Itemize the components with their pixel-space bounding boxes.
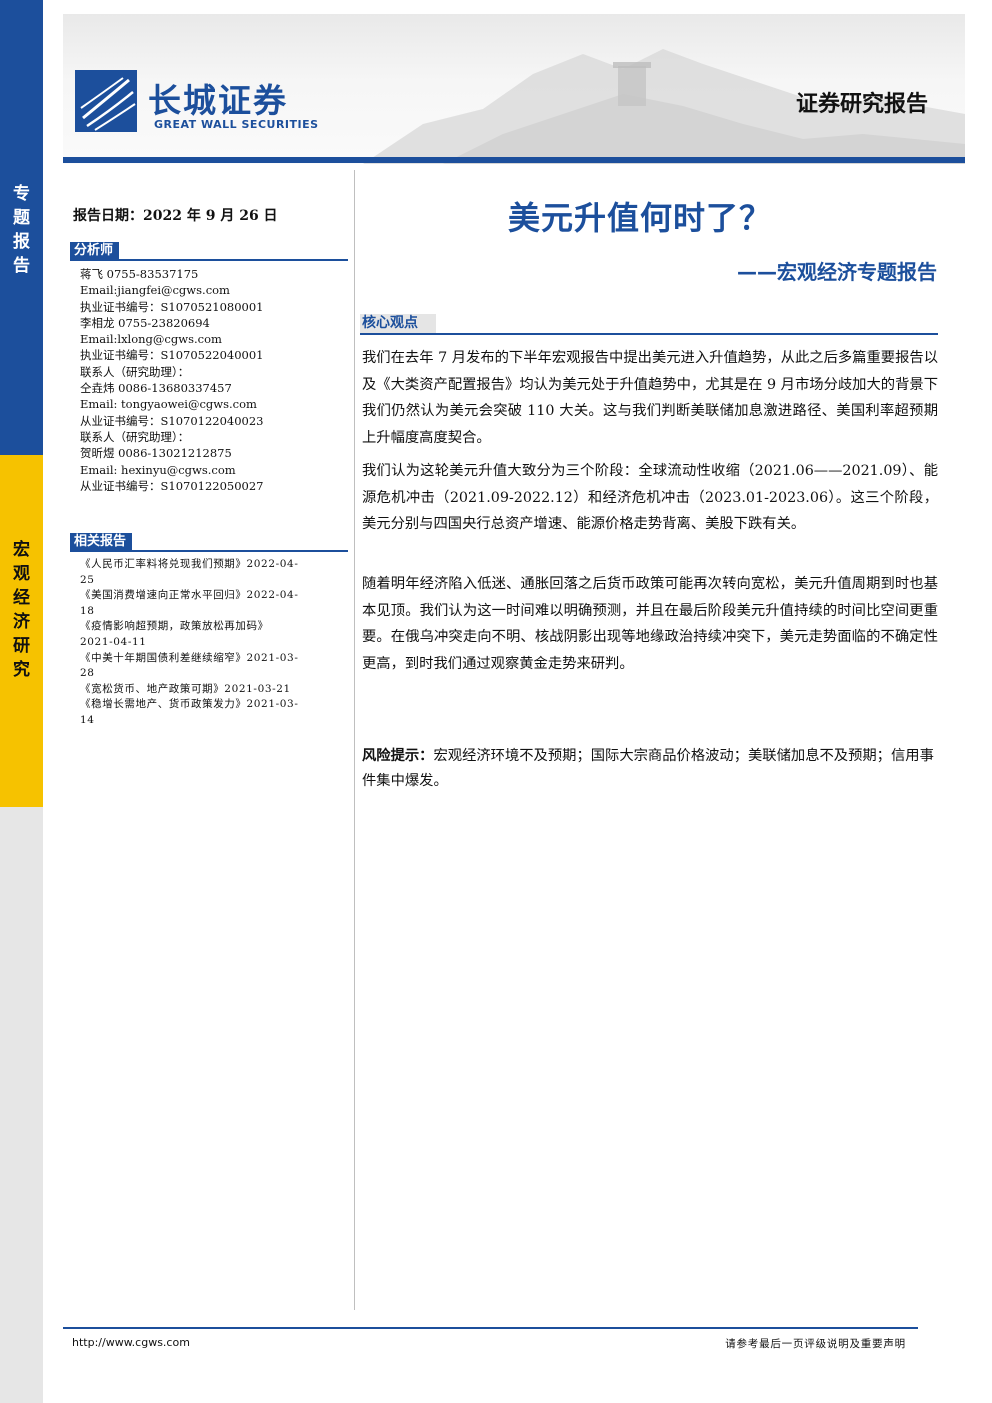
core-paragraph: 我们认为这轮美元升值大致分为三个阶段：全球流动性收缩（2021.06——2021…: [362, 463, 938, 532]
sidebar-char: 济: [13, 612, 30, 632]
analyst-info-line: Email: tongyaowei@cgws.com: [80, 397, 257, 412]
analyst-info-line: 从业证书编号：S1070122050027: [80, 478, 264, 493]
related-report-line: 2021-04-11: [80, 635, 147, 648]
sidebar-char: 究: [13, 660, 30, 680]
footer-disclaimer-note: 请参考最后一页评级说明及重要声明: [725, 1338, 906, 1350]
core-section-tab: [360, 314, 436, 333]
related-report-line: 《中美十年期国债利差继续缩窄》2021-03-: [80, 651, 299, 664]
report-date: 报告日期：2022 年 9 月 26 日: [73, 208, 278, 224]
report-title: 美元升值何时了？: [508, 199, 773, 237]
analysts-section-label: 分析师: [70, 242, 120, 260]
footer-website-link[interactable]: http://www.cgws.com: [72, 1336, 190, 1349]
sidebar-char: 报: [13, 232, 30, 252]
risk-warning-label: 风险提示：: [362, 748, 434, 764]
related-report-line: 《人民币汇率料将兑现我们预期》2022-04-: [80, 558, 299, 570]
analyst-info-line: 执业证书编号：S1070521080001: [80, 299, 264, 314]
left-strip-blue: [0, 0, 43, 455]
sidebar-label-report-type: 专题报告: [0, 182, 43, 278]
sidebar-char: 经: [13, 588, 30, 608]
related-section-label: 相关报告: [70, 533, 133, 551]
sidebar-char: 观: [13, 564, 30, 584]
analyst-info-line: 执业证书编号：S1070522040001: [80, 348, 264, 363]
analyst-info-line: Email: hexinyu@cgws.com: [80, 462, 236, 477]
sidebar-char: 专: [13, 184, 30, 204]
analyst-info-line: 贺昕煜 0086-13021212875: [80, 446, 232, 461]
report-subtitle: ——宏观经济专题报告: [737, 260, 937, 284]
sidebar-label-research-area: 宏观经济研究: [0, 538, 43, 682]
logo-text-cn: 长城证券: [148, 81, 288, 120]
related-report-line: 《美国消费增速向正常水平回归》2022-04-: [80, 589, 299, 602]
logo-mark-icon: [75, 70, 137, 132]
sidebar-char: 宏: [13, 540, 30, 560]
left-strip-yellow: [0, 455, 43, 807]
analyst-info-line: 仝垚炜 0086-13680337457: [80, 381, 232, 396]
sidebar-char: 告: [13, 256, 30, 276]
header-report-category: 证券研究报告: [795, 92, 928, 117]
risk-warning-text: 宏观经济环境不及预期；国际大宗商品价格波动；美联储加息不及预期；信用事件集中爆发…: [362, 748, 934, 789]
analyst-info-line: Email:jiangfei@cgws.com: [80, 283, 230, 298]
header-banner: [63, 14, 965, 164]
related-report-line: 14: [80, 713, 95, 726]
related-report-line: 25: [80, 573, 95, 586]
column-divider: [354, 170, 355, 1310]
related-reports-list: 《人民币汇率料将兑现我们预期》2022-04- 25 《美国消费增速向正常水平回归》…: [80, 557, 342, 729]
core-section-rule: [360, 333, 938, 335]
logo-text-en: GREAT WALL SECURITIES: [154, 118, 319, 131]
core-paragraph: 随着明年经济陷入低迷、通胀回落之后货币政策可能再次转向宽松，美元升值周期到时也基…: [362, 576, 938, 672]
analyst-info-line: 从业证书编号：S1070122040023: [80, 413, 264, 428]
related-report-line: 《宽松货币、地产政策可期》2021-03-21: [80, 682, 291, 695]
related-section-rule: [70, 550, 348, 552]
related-report-line: 《稳增长需地产、货币政策发力》2021-03-: [80, 698, 299, 711]
analyst-info-line: 联系人（研究助理）：: [80, 364, 190, 379]
sidebar-char: 研: [13, 636, 30, 656]
analysts-section-rule: [70, 259, 348, 261]
risk-warning: 风险提示：宏观经济环境不及预期；国际大宗商品价格波动；美联储加息不及预期；信用事…: [362, 744, 938, 794]
footer-rule: [63, 1327, 918, 1329]
related-report-line: 18: [80, 604, 95, 617]
core-paragraph: 我们在去年 7 月发布的下半年宏观报告中提出美元进入升值趋势，从此之后多篇重要报…: [362, 350, 938, 446]
core-section-label: 核心观点: [362, 315, 418, 331]
great-wall-backdrop-icon: [363, 49, 965, 164]
analyst-info-line: 李相龙 0755-23820694: [80, 315, 210, 330]
header-divider: [63, 157, 965, 163]
analyst-info-line: Email:lxlong@cgws.com: [80, 332, 222, 347]
analyst-info-line: 联系人（研究助理）：: [80, 429, 190, 444]
analyst-info-line: 蒋飞 0755-83537175: [80, 267, 199, 281]
sidebar-char: 题: [13, 208, 30, 228]
related-report-line: 《疫情影响超预期，政策放松再加码》: [80, 620, 269, 633]
related-report-line: 28: [80, 667, 95, 680]
